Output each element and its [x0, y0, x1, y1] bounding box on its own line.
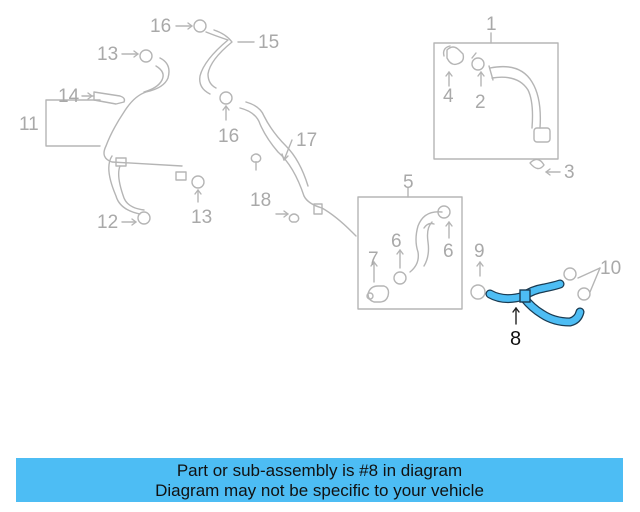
callout-14: 14 — [58, 86, 80, 107]
callout-7: 7 — [368, 249, 379, 270]
part-16-clamp-lower — [219, 91, 233, 105]
caption-banner: Part or sub-assembly is #8 in diagram Di… — [16, 458, 623, 502]
callout-16a: 16 — [150, 16, 172, 37]
part-17-pipe — [239, 107, 357, 237]
part-14-bracket — [93, 91, 126, 105]
callout-4: 4 — [443, 86, 454, 107]
part-6-clamp — [393, 271, 407, 285]
part-2-clamp — [471, 57, 485, 71]
part-11-pipe — [103, 57, 183, 167]
caption-line-1: Part or sub-assembly is #8 in diagram — [176, 461, 463, 480]
callout-9: 9 — [474, 241, 485, 262]
part-5-hose — [409, 211, 443, 273]
callout-3: 3 — [564, 162, 575, 183]
part-4-elbow — [446, 46, 465, 66]
part-10-clamp-b — [577, 287, 591, 301]
part-13-clamp-top — [139, 49, 153, 63]
part-16-clamp-top — [193, 19, 207, 33]
callout-5: 5 — [403, 172, 414, 193]
callout-10: 10 — [600, 258, 622, 279]
part-10-clamp-a — [563, 267, 577, 281]
callout-12: 12 — [97, 212, 119, 233]
callout-2: 2 — [475, 92, 486, 113]
part-15-pipe — [199, 31, 229, 95]
callout-16b: 16 — [218, 126, 240, 147]
part-7-connector — [367, 285, 390, 303]
assembly-box-5 — [357, 196, 463, 310]
callout-18: 18 — [250, 190, 272, 211]
callout-11: 11 — [19, 114, 39, 135]
assembly-box-1 — [433, 42, 559, 160]
callout-6a: 6 — [391, 231, 402, 252]
part-12-clamp — [137, 211, 151, 225]
callout-15: 15 — [258, 32, 280, 53]
bracket-11 — [45, 99, 101, 147]
part-8-hose[interactable] — [485, 279, 585, 327]
part-3-clamp — [529, 158, 545, 170]
part-1-hose-end — [533, 127, 551, 143]
callout-8[interactable]: 8 — [510, 328, 522, 350]
caption-line-2: Diagram may not be specific to your vehi… — [155, 481, 484, 500]
callout-17: 17 — [296, 130, 318, 151]
callout-13b: 13 — [191, 207, 213, 228]
part-1-hose — [489, 65, 542, 129]
callout-6b: 6 — [443, 241, 454, 262]
part-18-bolt — [250, 153, 262, 163]
callout-1: 1 — [486, 14, 497, 35]
part-13-clamp-lower — [191, 175, 205, 189]
part-9-clamp — [470, 284, 486, 300]
callout-13a: 13 — [97, 44, 119, 65]
